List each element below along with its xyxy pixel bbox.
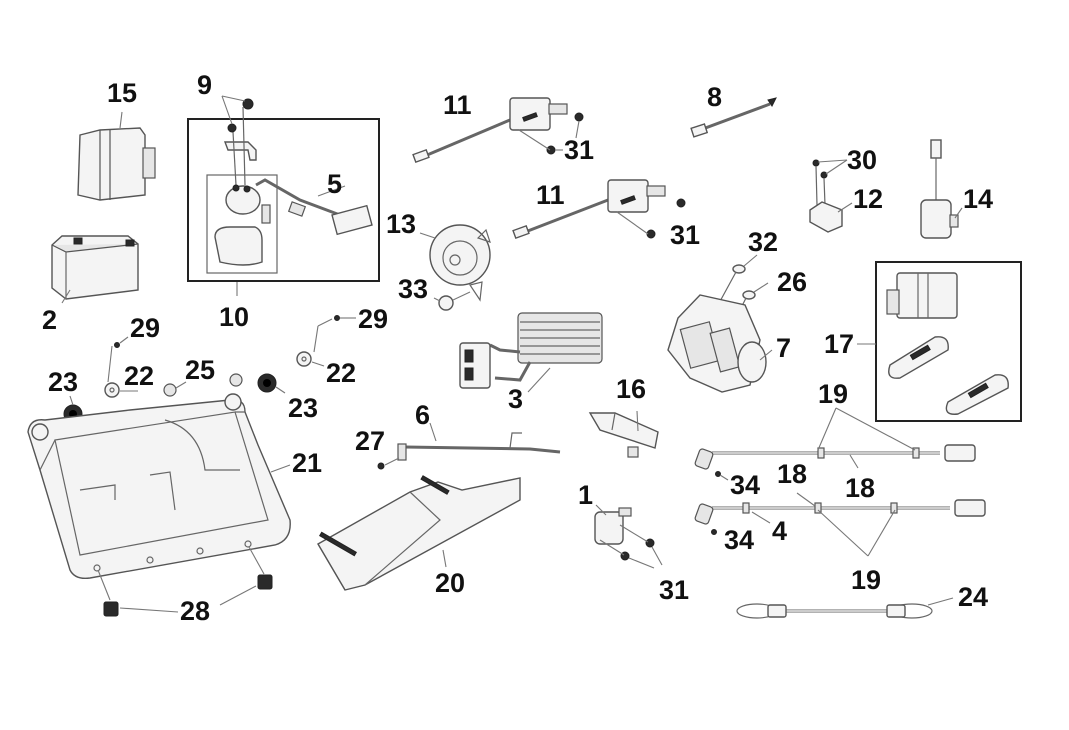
callout-27: 27 [355,426,386,456]
callout-5: 5 [327,169,343,199]
callout-15: 15 [107,78,138,108]
part-7-ignition-switch [667,254,773,393]
callout-19-upper: 19 [818,379,849,409]
callout-23-right: 23 [288,393,319,423]
part-25-bushing [163,373,243,397]
callout-28: 28 [180,596,211,626]
callout-33: 33 [398,274,429,304]
part-10-fuel-pump-assembly [187,95,380,296]
assembly-frame-17 [875,261,1022,422]
part-13-horn [419,224,491,302]
part-24-safety-cable [736,597,954,619]
part-21-battery-tray [27,393,291,580]
part-3-regulator-rectifier [459,312,603,393]
part-22-washer-right [296,351,325,367]
part-33-spacer [433,291,471,311]
callout-29-right: 29 [358,304,389,334]
callout-25: 25 [185,355,216,385]
part-8-sensor-lead [690,97,777,138]
callout-24: 24 [958,582,989,612]
part-12-sensor [809,159,853,233]
callout-22-left: 22 [124,361,155,391]
part-15-control-unit [77,111,156,201]
callout-3: 3 [508,384,524,414]
part-29-screw-right [313,315,356,353]
callout-26: 26 [777,267,808,297]
callout-22-right: 22 [326,358,357,388]
callout-18-right: 18 [845,473,876,503]
callout-10: 10 [219,302,250,332]
assembly-frame-10 [187,118,380,282]
part-4-cable-lower [694,499,986,535]
callout-20: 20 [435,568,466,598]
part-23-grommet-right [257,373,286,394]
callout-31-bottom: 31 [659,575,690,605]
callout-14: 14 [963,184,994,214]
callout-9: 9 [197,70,213,100]
part-18-cable-upper [694,444,976,481]
part-20-battery-cover [317,475,521,591]
callout-11-upper: 11 [443,90,472,120]
callout-32: 32 [748,227,779,257]
callout-11-lower: 11 [536,180,565,210]
callout-30: 30 [847,145,878,175]
callout-2: 2 [42,305,58,335]
callout-18-left: 18 [777,459,808,489]
part-2-battery [51,235,139,304]
part-1-starter-relay [594,504,663,569]
callout-34-upper: 34 [730,470,761,500]
callout-8: 8 [707,82,723,112]
part-22-washer-left [104,382,138,398]
callout-21: 21 [292,448,323,478]
callout-17: 17 [824,329,855,359]
callout-31-upper: 31 [564,135,595,165]
part-16-relay-module [588,410,659,458]
part-17-remote-key-set [857,261,1022,422]
part-6-ground-cable [377,422,561,470]
callout-12: 12 [853,184,884,214]
callout-19-lower: 19 [851,565,882,595]
callout-4: 4 [772,516,788,546]
callout-13: 13 [386,209,417,239]
callout-7: 7 [776,333,792,363]
part-28-clip-nut [97,546,273,617]
callout-23-left: 23 [48,367,79,397]
callout-leaders-18-19 [796,407,916,557]
part-11-actuator-lower [512,179,686,240]
part-11-actuator-upper [412,97,584,164]
callout-1: 1 [578,480,594,510]
callout-31-lower: 31 [670,220,701,250]
callout-29-left: 29 [130,313,161,343]
callout-16: 16 [616,374,647,404]
callout-34-lower: 34 [724,525,755,555]
part-14-level-sensor [920,139,963,239]
part-29-screw-left [107,336,129,383]
callout-6: 6 [415,400,431,430]
